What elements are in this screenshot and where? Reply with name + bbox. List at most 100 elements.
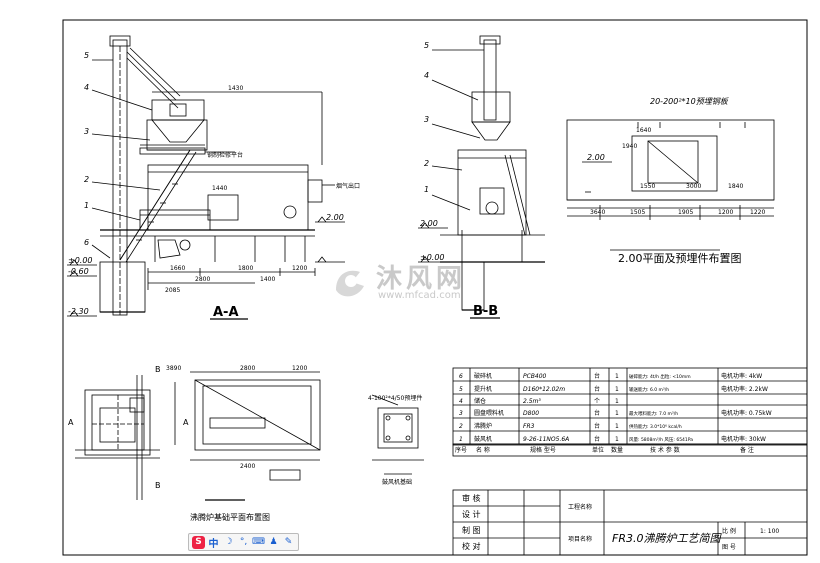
plan-furnace-marker-a1: A [68, 418, 74, 427]
aa-platform-label: 钢制检修平台 [207, 151, 243, 159]
parts-table-grid [452, 367, 808, 446]
table-header-param: 技 术 参 数 [650, 446, 680, 454]
detail-title: 鼓风机基础 [382, 478, 412, 486]
aa-dim-1660: 1660 [170, 265, 185, 272]
bb-callout-3: 3 [424, 115, 429, 124]
row-name: 提升机 [474, 385, 492, 393]
section-aa [67, 35, 345, 320]
plan-furnace-dim-0: 3890 [166, 365, 181, 372]
row-no: 4 [459, 398, 463, 405]
row-unit: 台 [594, 409, 600, 417]
sheet-frame [62, 19, 808, 556]
tb-role-draw: 制 图 [462, 525, 481, 535]
table-row: 6 破碎机 PCB400 台 1 破碎能力: 4t/h 出粒: <10mm 电机… [459, 372, 762, 380]
row-name: 沸腾炉 [474, 422, 492, 430]
tb-project-label: 工程名称 [568, 503, 592, 511]
aa-level-m060: -0.60 [68, 267, 89, 276]
user-icon[interactable]: ♟ [269, 537, 278, 547]
table-header-cell [452, 443, 808, 457]
aa-callout-1: 1 [84, 201, 89, 210]
bb-callout-2: 2 [424, 159, 429, 168]
plan-furnace-marker-a2: A [183, 418, 189, 427]
aa-callout-2: 2 [84, 175, 89, 184]
table-header-qty: 数量 [611, 446, 623, 454]
plan-furnace [75, 371, 321, 501]
detail-blower [371, 394, 424, 475]
row-qty: 1 [615, 423, 619, 430]
row-qty: 1 [615, 373, 619, 380]
row-qty: 1 [615, 410, 619, 417]
detail-note: 4-100²*4/50预埋件 [368, 394, 422, 402]
aa-dim-1400: 1400 [260, 276, 275, 283]
row-param: 破碎能力: 4t/h 出粒: <10mm [629, 373, 691, 380]
plan-furnace-dim-2: 1200 [292, 365, 307, 372]
table-header-note: 备 注 [740, 446, 754, 454]
row-spec: FR3 [523, 423, 535, 430]
row-unit: 台 [594, 435, 600, 443]
plan200-dim-2: 1550 [640, 183, 655, 190]
half-width-icon[interactable]: ☽ [224, 537, 233, 547]
tb-sheet-label: 图 号 [722, 544, 736, 551]
table-row: 2 沸腾炉 FR3 台 1 供热能力: 3.0*10⁶ kcal/h [459, 422, 682, 430]
table-header-spec: 规格 型号 [530, 446, 556, 454]
sogou-logo-icon[interactable]: S [192, 535, 205, 549]
aa-level-000: ±0.00 [68, 256, 93, 265]
aa-callout-5: 5 [84, 51, 89, 60]
plan-furnace-dim-1: 2800 [240, 365, 255, 372]
row-no: 6 [459, 373, 463, 380]
plan200-dim-3: 3000 [686, 183, 701, 190]
keyboard-icon[interactable]: ⌨ [252, 537, 265, 547]
ime-toolbar[interactable]: S 中 ☽ °, ⌨ ♟ ✎ [188, 533, 299, 551]
row-qty: 1 [615, 398, 619, 405]
row-no: 3 [459, 410, 463, 417]
bb-level-000: ±0.00 [420, 253, 445, 262]
title-block-grid [452, 489, 808, 556]
aa-dim-2085: 2085 [165, 287, 180, 294]
bb-level-200: 2.00 [420, 219, 438, 228]
tb-role-review: 审 核 [462, 493, 481, 503]
tools-icon[interactable]: ✎ [284, 537, 293, 547]
aa-outlet-label: 烟气出口 [336, 182, 360, 190]
row-spec: D160*12.02m [523, 386, 565, 393]
plan200-dim-0: 1640 [636, 127, 651, 134]
plan-furnace-marker-b2: B [155, 481, 161, 490]
plan-furnace-marker-b1: B [155, 365, 161, 374]
table-header-unit: 单位 [592, 446, 604, 454]
aa-callout-3: 3 [84, 127, 89, 136]
aa-callout-4: 4 [84, 83, 89, 92]
chinese-mode-button[interactable]: 中 [208, 538, 219, 550]
plan-furnace-dim-3: 2400 [240, 463, 255, 470]
table-row: 3 圆盘喂料机 D800 台 1 最大喂料能力: 7.0 m³/h 电机功率: … [459, 409, 772, 417]
tb-role-check: 校 对 [462, 541, 481, 551]
row-spec: 9-26-11NO5.6A [523, 436, 569, 443]
plan200-dim-1: 1940 [622, 143, 637, 150]
aa-callout-6: 6 [84, 238, 89, 247]
row-no: 5 [459, 386, 463, 393]
tb-drawing-name: FR3.0沸腾炉工艺简图 [612, 532, 722, 545]
row-unit: 台 [594, 385, 600, 393]
table-header-name: 名 称 [476, 446, 490, 454]
table-header-no: 序号 [455, 446, 467, 454]
row-qty: 1 [615, 436, 619, 443]
bb-callout-4: 4 [424, 71, 429, 80]
tb-scale-label: 比 例 [722, 527, 736, 535]
row-unit: 台 [594, 372, 600, 380]
plan200-dim-5: 3640 [590, 209, 605, 216]
row-note: 电机功率: 2.2kW [721, 385, 768, 393]
row-note: 电机功率: 4kW [721, 372, 762, 380]
row-param: 供热能力: 3.0*10⁶ kcal/h [629, 423, 682, 430]
row-no: 1 [459, 436, 463, 443]
row-qty: 1 [615, 386, 619, 393]
aa-dim-1200: 1200 [292, 265, 307, 272]
table-row: 5 提升机 D160*12.02m 台 1 输送能力: 6.0 m³/h 电机功… [459, 385, 768, 393]
row-spec: D800 [523, 410, 539, 417]
plan200-dim-7: 1905 [678, 209, 693, 216]
aa-section-title: A-A [213, 305, 239, 320]
watermark-text: 沐风网 [376, 264, 467, 294]
aa-dim-1800: 1800 [238, 265, 253, 272]
plan200-dim-4: 1840 [728, 183, 743, 190]
punctuation-icon[interactable]: °, [239, 537, 248, 547]
plan200-dim-8: 1200 [718, 209, 733, 216]
aa-dim-2800: 2800 [195, 276, 210, 283]
